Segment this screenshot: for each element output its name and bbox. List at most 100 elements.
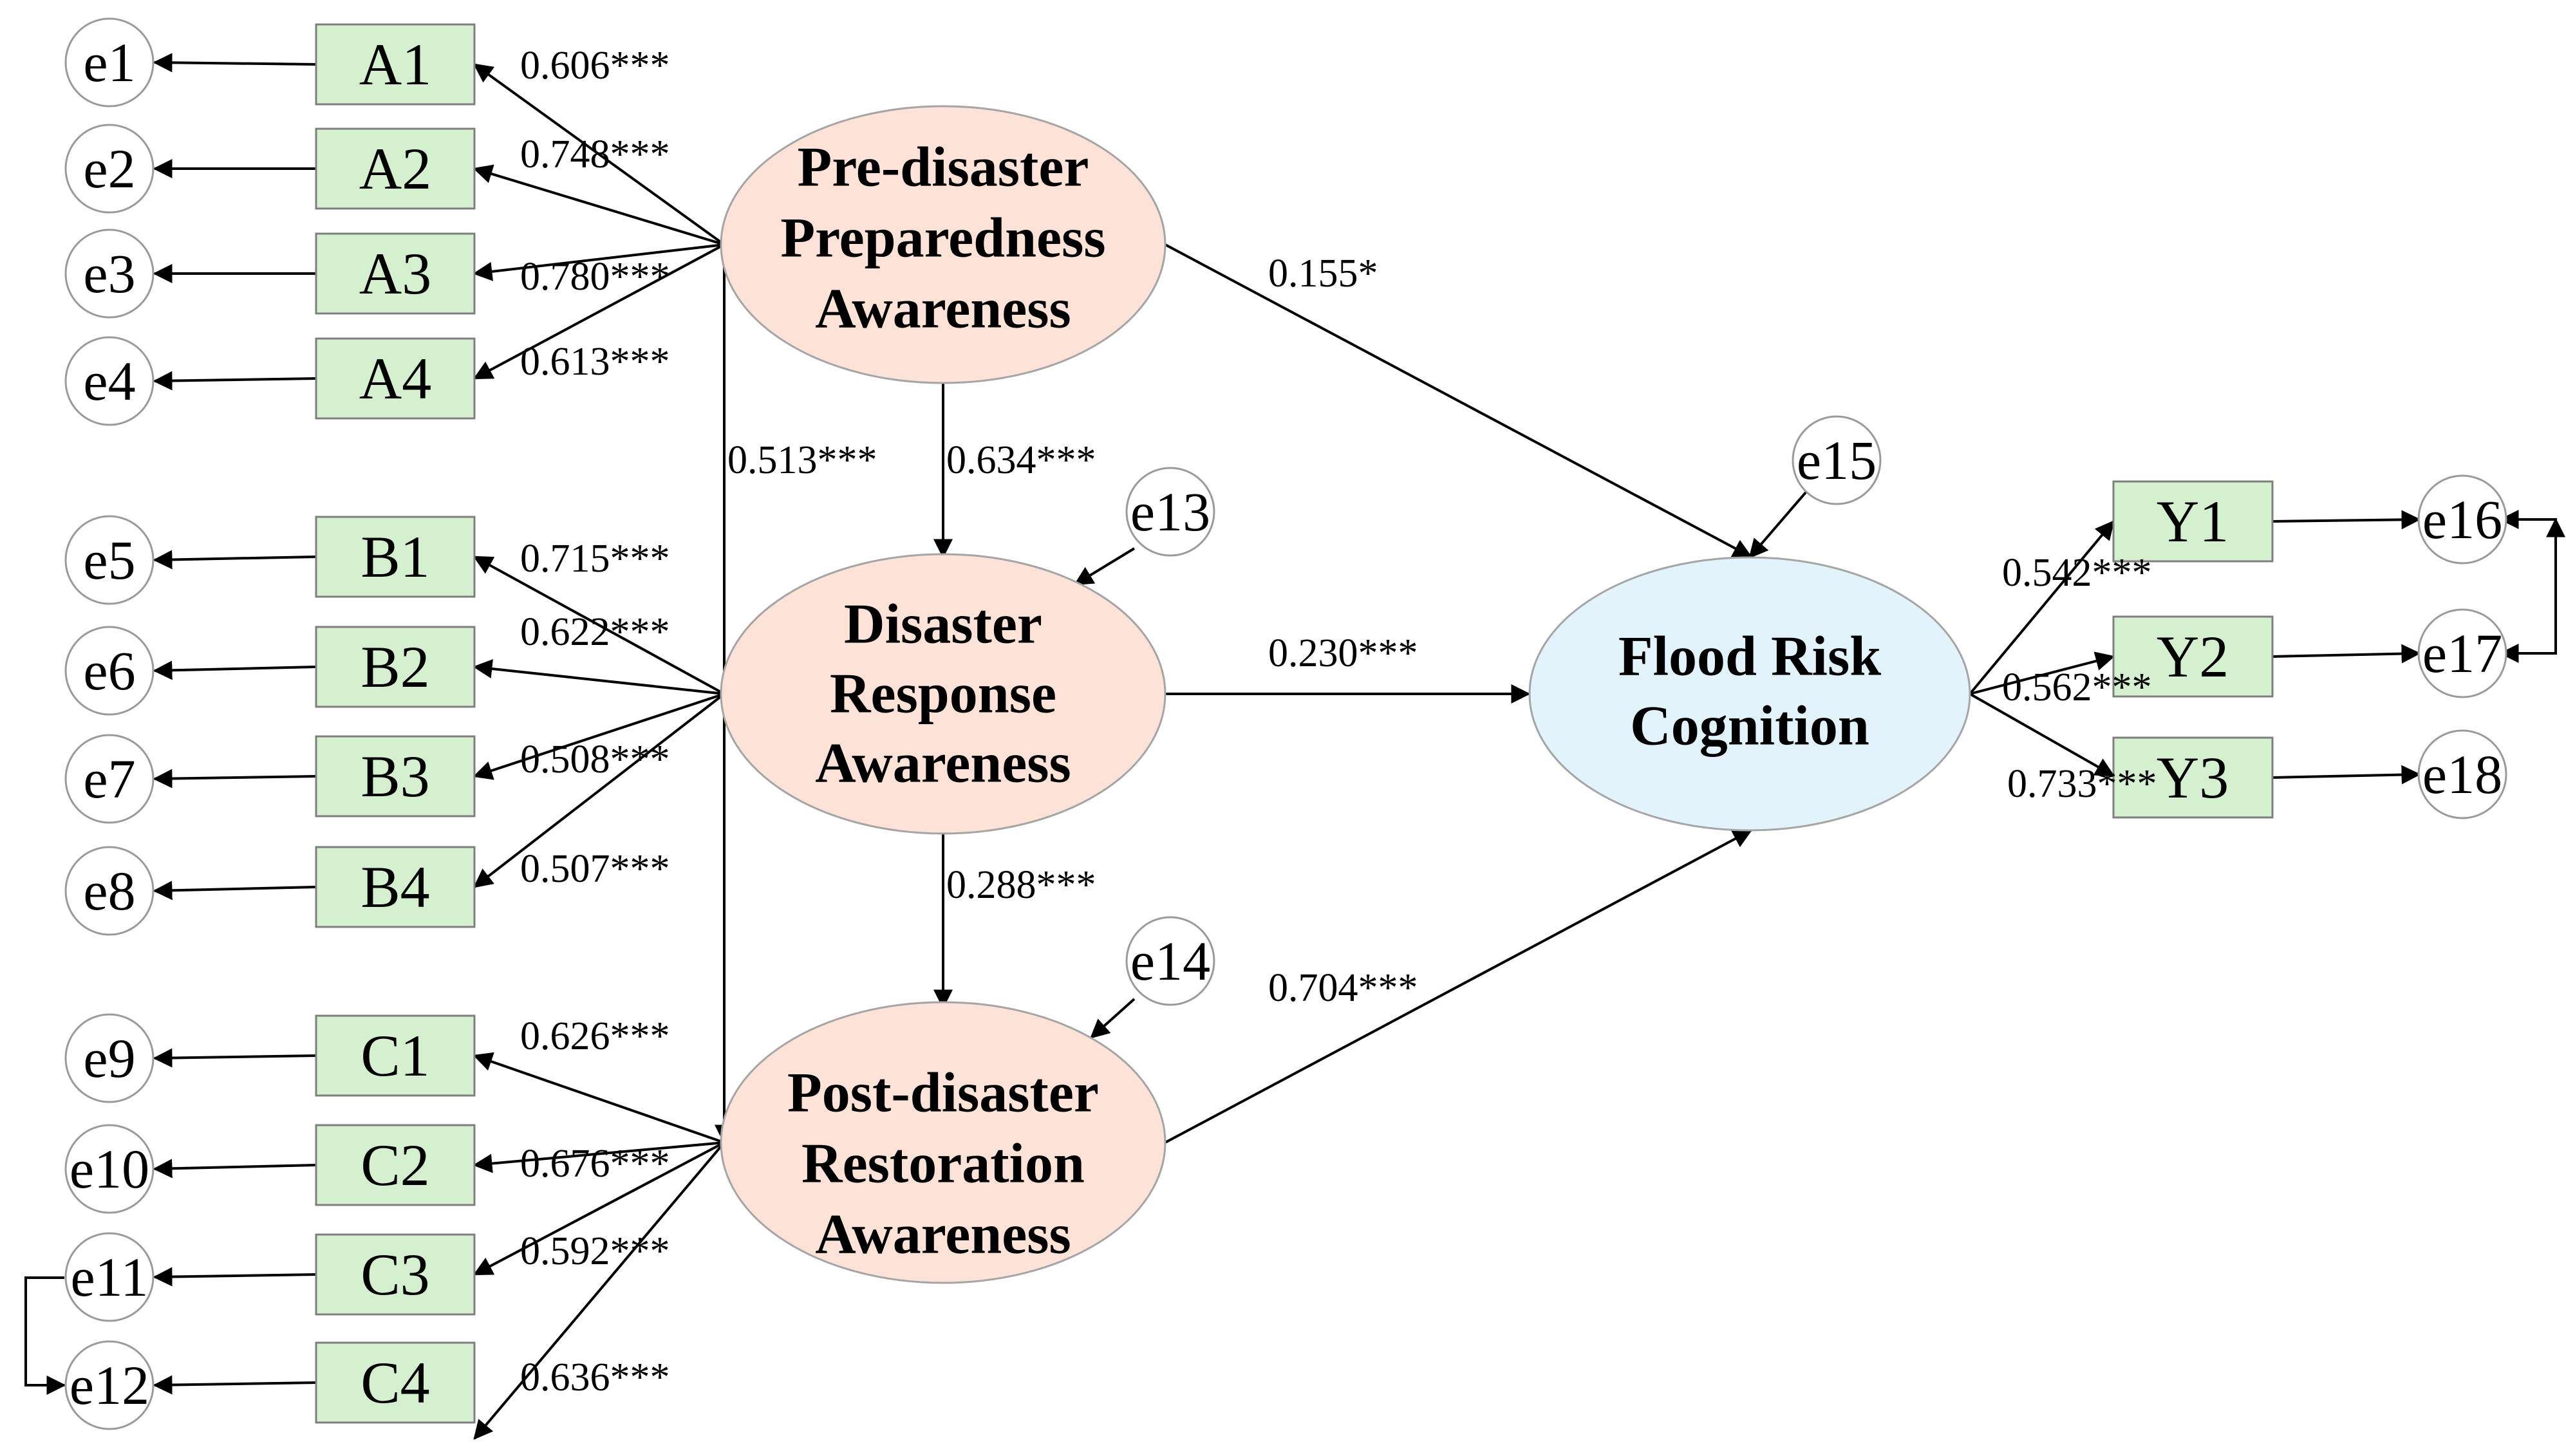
latent-label-line: Awareness <box>815 1204 1071 1266</box>
error-label: e9 <box>83 1027 135 1089</box>
path-label-response-flood: 0.230*** <box>1268 631 1418 675</box>
indicator-label: B1 <box>361 524 429 590</box>
error-label: e5 <box>83 529 135 591</box>
indicator-y1: Y1 <box>2112 480 2274 563</box>
arrow-c2-e10 <box>153 1159 317 1179</box>
error-label: e1 <box>83 32 135 93</box>
path-label-pre-response: 0.634*** <box>946 438 1096 482</box>
path-label-post-flood: 0.704*** <box>1268 966 1418 1010</box>
error-label: e18 <box>2422 743 2502 805</box>
indicator-c1: C1 <box>315 1014 476 1097</box>
error-label: e2 <box>83 138 135 200</box>
indicator-y3: Y3 <box>2112 736 2274 819</box>
indicator-a3: A3 <box>315 232 476 315</box>
arrow-y3-e18 <box>2272 765 2421 785</box>
latent-disaster-response: Disaster Response Awareness <box>720 553 1166 835</box>
indicator-c4: C4 <box>315 1341 476 1424</box>
latent-label-line: Disaster <box>844 593 1042 656</box>
indicator-y2: Y2 <box>2112 615 2274 698</box>
arrow-b4-e8 <box>153 881 317 901</box>
error-label: e16 <box>2422 489 2502 550</box>
indicator-label: A4 <box>359 346 431 411</box>
indicator-b1: B1 <box>315 516 476 598</box>
loading-label-c1: 0.626*** <box>520 1014 670 1058</box>
latent-label-line: Post-disaster <box>787 1062 1099 1125</box>
latent-label-line: Awareness <box>815 278 1071 341</box>
error-label: e6 <box>83 640 135 702</box>
covariance-e16-e17 <box>2499 518 2557 663</box>
latent-label-line: Preparedness <box>780 207 1105 270</box>
error-e9: e9 <box>64 1013 155 1103</box>
loading-arrow-c2 <box>473 1141 725 1173</box>
loading-arrow-c4 <box>473 1141 726 1440</box>
arrow-c3-e11 <box>153 1267 317 1287</box>
error-e2: e2 <box>64 124 155 214</box>
arrow-c4-e12 <box>153 1375 317 1395</box>
loading-label-y3: 0.733*** <box>2007 762 2157 806</box>
loading-arrow-a4 <box>473 243 725 380</box>
error-label: e15 <box>1797 429 1877 491</box>
error-e3: e3 <box>64 229 155 319</box>
latent-label-line: Cognition <box>1630 695 1869 758</box>
loading-arrow-c1 <box>473 1052 725 1144</box>
loading-arrow-y1 <box>1969 520 2115 695</box>
error-e4: e4 <box>64 336 155 426</box>
disturbance-arrow-e13 <box>1073 547 1136 586</box>
error-e12: e12 <box>64 1340 155 1430</box>
loading-arrow-a1 <box>473 63 726 246</box>
indicators: A1 A2 A3 A4 B1 B2 B3 B4 C1 C2 C3 C4 Y1 Y… <box>315 23 2274 1424</box>
loading-label-b1: 0.715*** <box>520 537 670 581</box>
indicator-label: C4 <box>361 1350 429 1415</box>
error-terms: e1 e2 e3 e4 e5 e6 e7 e8 e9 e10 e11 e12 e… <box>64 17 2507 1430</box>
error-label: e3 <box>83 243 135 304</box>
indicator-label: B3 <box>361 743 429 809</box>
arrow-c1-e9 <box>153 1048 317 1068</box>
error-e10: e10 <box>64 1124 155 1214</box>
indicator-label: C2 <box>361 1132 429 1198</box>
loading-label-b4: 0.507*** <box>520 847 670 891</box>
loading-label-b3: 0.508*** <box>520 738 670 781</box>
error-label: e4 <box>83 350 135 412</box>
latent-post-disaster: Post-disaster Restoration Awareness <box>720 1001 1166 1284</box>
path-arrow-pre-flood <box>1165 243 1753 558</box>
error-e6: e6 <box>64 626 155 716</box>
error-e7: e7 <box>64 734 155 824</box>
path-arrow-post-flood <box>1165 829 1753 1144</box>
error-e8: e8 <box>64 846 155 936</box>
arrow-b2-e6 <box>153 660 317 680</box>
indicator-c3: C3 <box>315 1233 476 1316</box>
indicator-c2: C2 <box>315 1124 476 1206</box>
latent-label-line: Restoration <box>801 1133 1085 1195</box>
error-label: e17 <box>2422 622 2502 684</box>
indicator-b2: B2 <box>315 626 476 708</box>
loading-arrow-y2 <box>1969 651 2115 695</box>
error-label: e11 <box>71 1246 149 1308</box>
loading-label-y2: 0.562*** <box>2002 666 2152 709</box>
coefficients: 0.606*** 0.748*** 0.780*** 0.613*** 0.71… <box>520 44 2157 1399</box>
loading-arrow-a2 <box>473 164 725 246</box>
loading-label-a2: 0.748*** <box>520 133 670 176</box>
covariance-e11-e12 <box>24 1276 66 1395</box>
error-e16: e16 <box>2417 474 2507 565</box>
indicator-label: A3 <box>359 241 431 306</box>
edges <box>24 53 2565 1440</box>
indicator-a1: A1 <box>315 23 476 106</box>
disturbance-arrow-e15 <box>1748 491 1807 559</box>
error-e17: e17 <box>2417 608 2507 698</box>
indicator-label: Y2 <box>2157 624 2229 689</box>
latent-label-line: Flood Risk <box>1618 626 1881 688</box>
indicator-label: A1 <box>359 32 431 97</box>
loading-label-b2: 0.622*** <box>520 610 670 654</box>
arrow-a1-e1 <box>153 53 317 73</box>
path-label-pre-flood: 0.155* <box>1268 252 1378 295</box>
indicator-a2: A2 <box>315 127 476 210</box>
latent-label-line: Pre-disaster <box>798 136 1089 199</box>
error-e18: e18 <box>2417 729 2507 819</box>
loading-arrow-b1 <box>473 555 725 695</box>
path-label-pre-post: 0.513*** <box>727 438 877 482</box>
error-label: e14 <box>1130 930 1210 992</box>
error-label: e12 <box>70 1354 149 1416</box>
latent-label-line: Awareness <box>815 733 1071 795</box>
loading-label-a1: 0.606*** <box>520 44 670 88</box>
